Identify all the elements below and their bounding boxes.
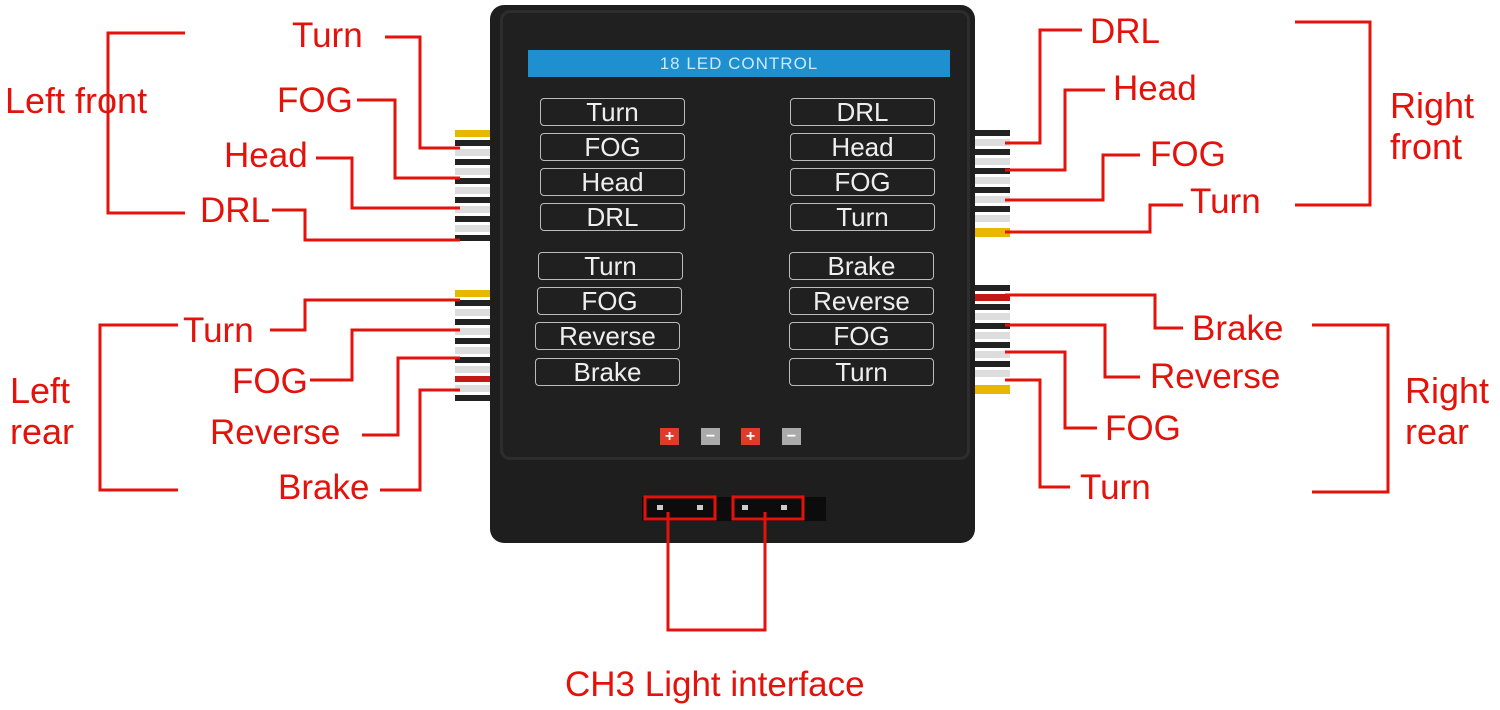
callout-left-front-head: Head [224, 136, 308, 175]
device-title: 18 LED CONTROL [528, 50, 950, 77]
callout-left-rear-reverse: Reverse [210, 413, 341, 452]
bracket-right-rear [1312, 323, 1390, 494]
minus-icon: − [701, 428, 720, 445]
bracket-left-front [106, 31, 185, 215]
port-label-right: Turn [790, 203, 935, 231]
port-label-right: DRL [790, 98, 935, 126]
group-left-rear: Left rear [10, 370, 75, 453]
callout-left-rear-fog: FOG [232, 362, 308, 401]
port-label-right: Brake [789, 252, 934, 280]
port-label-left: FOG [537, 287, 682, 315]
callout-right-rear-turn: Turn [1080, 468, 1151, 507]
callout-left-rear-turn: Turn [183, 311, 254, 350]
left-wire-bundle [455, 130, 493, 401]
port-label-left: Turn [540, 98, 685, 126]
plus-icon: + [741, 428, 760, 445]
callout-right-rear-fog: FOG [1105, 409, 1181, 448]
callout-right-front-fog: FOG [1150, 135, 1226, 174]
port-label-left: Reverse [535, 322, 680, 350]
callout-right-rear-brake: Brake [1192, 309, 1284, 348]
group-left-front: Left front [5, 80, 148, 121]
port-label-left: Brake [535, 358, 680, 386]
port-label-right: FOG [790, 168, 935, 196]
callout-left-front-drl: DRL [200, 191, 271, 230]
minus-icon: − [782, 428, 801, 445]
bracket-right-front [1295, 20, 1372, 207]
callout-ch3-interface: CH3 Light interface [565, 665, 865, 704]
callout-left-front-fog: FOG [277, 81, 353, 120]
callout-left-front-turn: Turn [292, 16, 363, 55]
plus-icon: + [660, 428, 679, 445]
port-label-left: Head [540, 168, 685, 196]
right-wire-bundle [972, 130, 1010, 394]
port-label-right: Head [790, 133, 935, 161]
callout-right-front-drl: DRL [1090, 12, 1161, 51]
leader-lines [98, 20, 1390, 494]
port-label-left: FOG [540, 133, 685, 161]
group-right-front: Right front [1390, 85, 1475, 168]
callout-left-rear-brake: Brake [278, 468, 370, 507]
port-label-left: Turn [538, 252, 683, 280]
port-label-right: Turn [789, 358, 934, 386]
port-label-right: Reverse [789, 287, 934, 315]
callout-right-rear-reverse: Reverse [1150, 357, 1281, 396]
port-label-left: DRL [540, 203, 685, 231]
callout-right-front-head: Head [1113, 69, 1197, 108]
callout-right-front-turn: Turn [1190, 182, 1261, 221]
group-right-rear: Right rear [1405, 370, 1490, 453]
port-label-right: FOG [789, 322, 934, 350]
bracket-left-rear [98, 323, 178, 492]
